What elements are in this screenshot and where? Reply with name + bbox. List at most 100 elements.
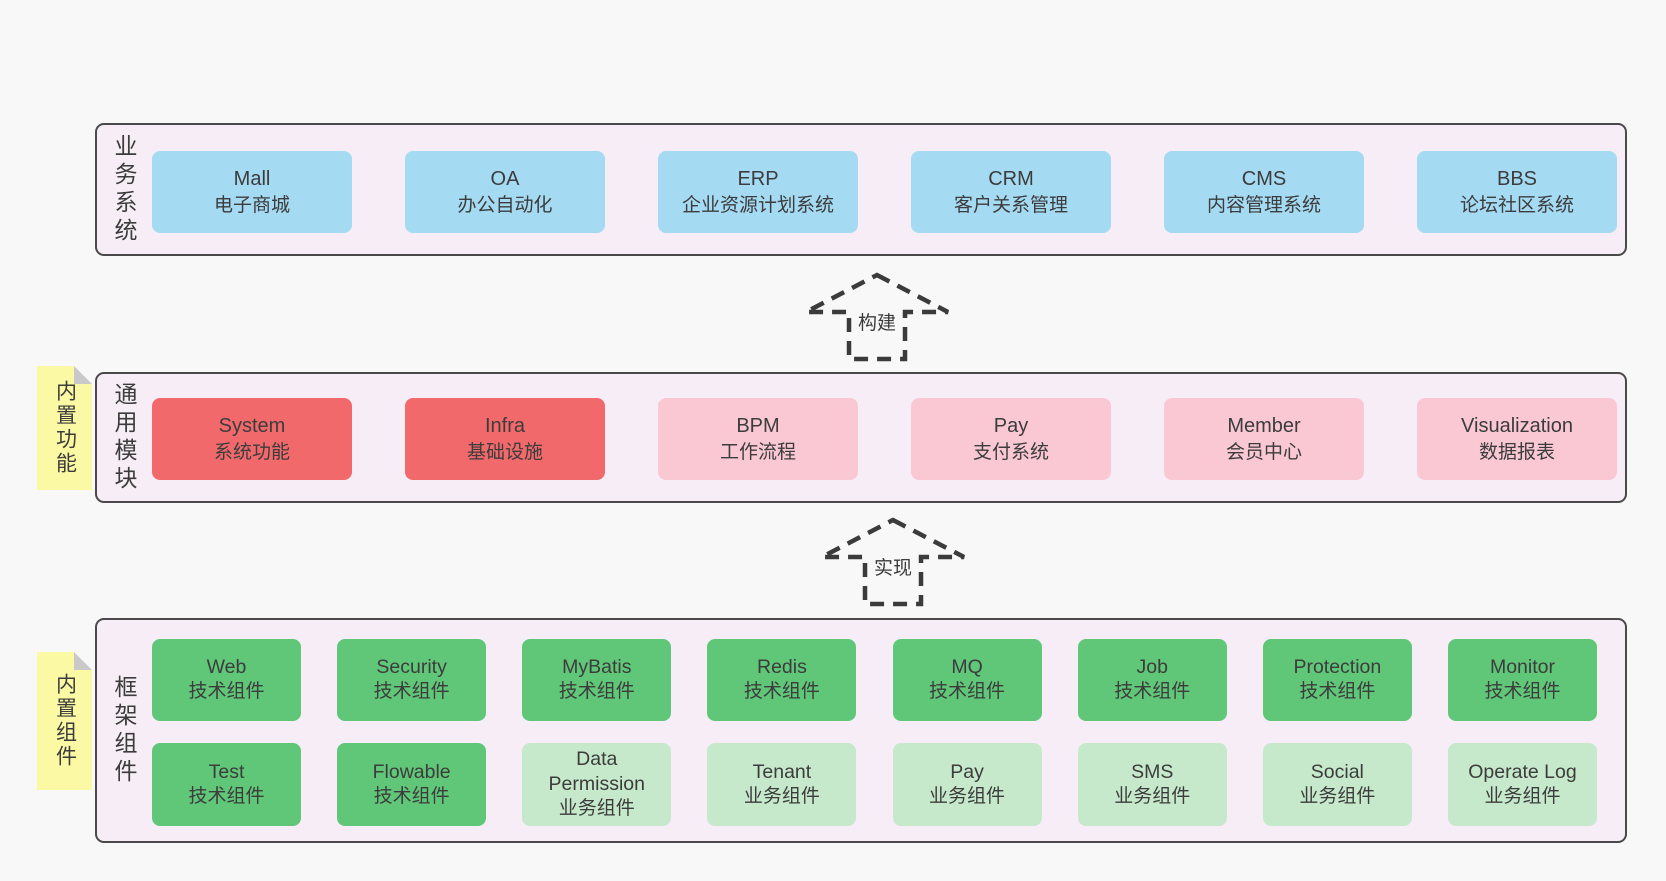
module-box-title: Flowable <box>372 760 451 783</box>
sticky-note-built-in-features: 内置功能 <box>37 366 92 490</box>
module-box-subtitle: 技术组件 <box>1484 681 1561 703</box>
layer-business-systems: 业务系统 Mall 电子商城 OA 办公自动化 ERP 企业资源计划系统 CRM 客户关系管理… <box>95 123 1627 256</box>
module-box-subtitle: 业务组件 <box>929 785 1006 807</box>
layer-label-components: 框架组件 <box>111 674 137 787</box>
module-box-title: Job <box>1136 656 1168 679</box>
module-box-title: Pay <box>950 760 984 783</box>
module-box-mall: Mall 电子商城 <box>152 151 352 233</box>
up-block-arrow-icon <box>804 272 950 362</box>
module-box-bbs: BBS 论坛社区系统 <box>1417 151 1617 233</box>
sticky-note-built-in-components: 内置组件 <box>37 652 92 790</box>
module-box-title: Test <box>208 760 245 783</box>
module-box-visualization: Visualization 数据报表 <box>1417 398 1617 480</box>
layer-label-modules: 通用模块 <box>111 381 137 494</box>
module-box-subtitle: 论坛社区系统 <box>1459 194 1574 216</box>
module-box-title: Redis <box>756 656 807 679</box>
module-box-subtitle: 电子商城 <box>213 194 290 216</box>
module-box-subtitle: 技术组件 <box>1299 681 1376 703</box>
module-box-subtitle: 技术组件 <box>188 785 265 807</box>
build-arrow: 构建 <box>802 271 952 363</box>
module-box-title: Pay <box>993 415 1029 438</box>
module-box-infra: Infra 基础设施 <box>405 398 605 480</box>
up-block-arrow-icon <box>820 517 966 607</box>
module-box-subtitle: 技术组件 <box>929 681 1006 703</box>
module-box-subtitle: 业务组件 <box>1484 785 1561 807</box>
module-box-title: Social <box>1310 760 1364 783</box>
module-box-subtitle: 工作流程 <box>719 441 796 463</box>
module-box-title: OA <box>490 168 520 191</box>
module-box-title: Data Permission <box>548 748 645 796</box>
implement-arrow: 实现 <box>818 516 968 608</box>
module-box-title: Infra <box>484 415 526 438</box>
module-box-title: SMS <box>1131 760 1174 783</box>
module-box-pay: Pay 支付系统 <box>911 398 1111 480</box>
module-box-title: CMS <box>1241 168 1287 191</box>
module-box-title: Monitor <box>1489 656 1555 679</box>
module-box-cms: CMS 内容管理系统 <box>1164 151 1364 233</box>
module-box-crm: CRM 客户关系管理 <box>911 151 1111 233</box>
module-box-subtitle: 业务组件 <box>1299 785 1376 807</box>
business-systems-row: Mall 电子商城 OA 办公自动化 ERP 企业资源计划系统 CRM 客户关系管理 CMS 内容… <box>152 151 1617 233</box>
module-box-title: Security <box>376 656 447 679</box>
module-box-subtitle: 技术组件 <box>743 681 820 703</box>
module-box-title: CRM <box>988 168 1034 191</box>
module-box-title: Protection <box>1293 656 1382 679</box>
module-box-subtitle: 业务组件 <box>558 798 635 820</box>
module-box-oa: OA 办公自动化 <box>405 151 605 233</box>
module-box-title: ERP <box>737 168 779 191</box>
module-box-erp: ERP 企业资源计划系统 <box>658 151 858 233</box>
module-box-subtitle: 技术组件 <box>1114 681 1191 703</box>
sticky-note-text: 内置组件 <box>53 673 77 769</box>
module-box-title: BPM <box>736 415 780 438</box>
module-box-subtitle: 会员中心 <box>1225 441 1302 463</box>
module-box-title: Mall <box>233 168 271 191</box>
module-box-title: MyBatis <box>562 656 632 679</box>
module-box-title: BBS <box>1496 168 1538 191</box>
module-box-bpm: BPM 工作流程 <box>658 398 858 480</box>
module-box-subtitle: 办公自动化 <box>457 194 553 216</box>
implement-arrow-label: 实现 <box>869 552 917 581</box>
module-box-subtitle: 技术组件 <box>373 681 450 703</box>
module-box-subtitle: 数据报表 <box>1478 441 1555 463</box>
sticky-note-text: 内置功能 <box>53 380 77 476</box>
module-box-subtitle: 客户关系管理 <box>953 194 1068 216</box>
module-box-subtitle: 技术组件 <box>188 681 265 703</box>
module-box-title: Operate Log <box>1468 760 1577 783</box>
module-box-title: Visualization <box>1461 415 1573 438</box>
module-box-subtitle: 内容管理系统 <box>1206 194 1321 216</box>
build-arrow-label: 构建 <box>853 307 901 336</box>
module-box-title: MQ <box>951 656 983 679</box>
module-box-title: Tenant <box>752 760 812 783</box>
module-box-subtitle: 技术组件 <box>558 681 635 703</box>
module-box-subtitle: 基础设施 <box>466 441 543 463</box>
module-box-subtitle: 企业资源计划系统 <box>681 194 834 216</box>
module-box-title: System <box>218 415 286 438</box>
module-box-subtitle: 支付系统 <box>972 441 1049 463</box>
layer-label-business: 业务系统 <box>111 133 137 246</box>
module-box-title: Web <box>206 656 247 679</box>
